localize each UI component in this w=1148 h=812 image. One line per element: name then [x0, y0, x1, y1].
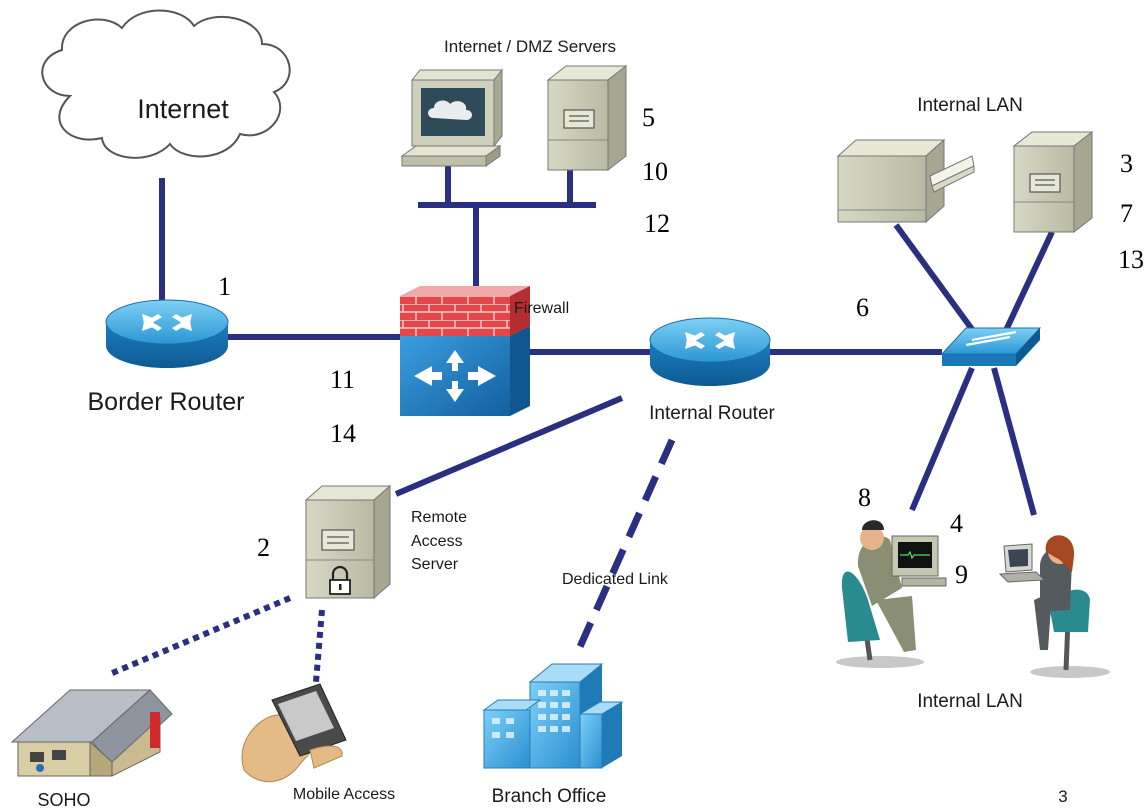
mobile-access-label: Mobile Access	[293, 786, 395, 803]
marker-10: 10	[642, 157, 668, 186]
border-router-icon	[105, 299, 229, 368]
marker-4: 4	[950, 509, 963, 538]
dedicated-link-label: Dedicated Link	[562, 571, 669, 588]
branch-office-label: Branch Office	[492, 786, 607, 807]
remote-access-label-line3: Server	[411, 556, 459, 573]
internal-lan-bottom-label: Internal LAN	[917, 691, 1023, 712]
soho-label: SOHO	[37, 790, 90, 810]
lan-server-icon	[1012, 130, 1094, 234]
link-switch-user1	[909, 366, 975, 512]
internal-router-label: Internal Router	[649, 403, 775, 424]
marker-13: 13	[1118, 245, 1144, 274]
link-internal-router-ras	[394, 395, 624, 497]
soho-house-icon	[10, 689, 173, 777]
marker-7: 7	[1120, 199, 1133, 228]
link-dedicated	[571, 438, 676, 660]
link-switch-printer	[893, 223, 985, 345]
firewall-label: Firewall	[514, 300, 569, 317]
switch-icon	[940, 327, 1042, 366]
dmz-workstation-icon	[400, 68, 504, 167]
marker-1: 1	[218, 272, 231, 301]
link-ras-mobile	[313, 609, 325, 683]
link-ras-soho	[108, 595, 292, 677]
dashed-links	[108, 438, 676, 683]
marker-5: 5	[642, 103, 655, 132]
marker-14: 14	[330, 419, 356, 448]
dmz-servers-label: Internet / DMZ Servers	[444, 37, 616, 56]
border-router-label: Border Router	[87, 388, 244, 416]
marker-6: 6	[856, 293, 869, 322]
marker-2: 2	[257, 533, 270, 562]
link-switch-user2	[991, 367, 1037, 516]
marker-3: 3	[1120, 149, 1133, 178]
lan-user-desktop-icon	[836, 520, 947, 668]
remote-access-server-icon	[304, 484, 392, 600]
mobile-device-hand-icon	[241, 683, 347, 783]
marker-12: 12	[644, 209, 670, 238]
internet-label: Internet	[137, 94, 229, 124]
lock-icon	[329, 565, 351, 595]
lan-user-laptop-icon	[998, 535, 1110, 678]
links	[159, 162, 1055, 516]
link-switch-lan-server	[997, 230, 1055, 345]
marker-9: 9	[955, 560, 968, 589]
printer-icon	[836, 138, 975, 224]
branch-office-building-icon	[482, 663, 624, 769]
marker-8: 8	[858, 483, 871, 512]
dmz-server-icon	[546, 64, 628, 172]
remote-access-label-line1: Remote	[411, 509, 467, 526]
firewall-icon	[400, 286, 530, 416]
number-markers: 1 2 3 4 5 6 7 8 9 10 11 12 13 14	[218, 103, 1144, 589]
internet-cloud: Internet	[41, 9, 291, 159]
internal-lan-top-label: Internal LAN	[917, 95, 1023, 116]
slide-number: 3	[1058, 787, 1067, 806]
marker-11: 11	[330, 365, 355, 394]
internal-router-icon	[649, 317, 771, 386]
remote-access-label-line2: Access	[411, 533, 463, 550]
